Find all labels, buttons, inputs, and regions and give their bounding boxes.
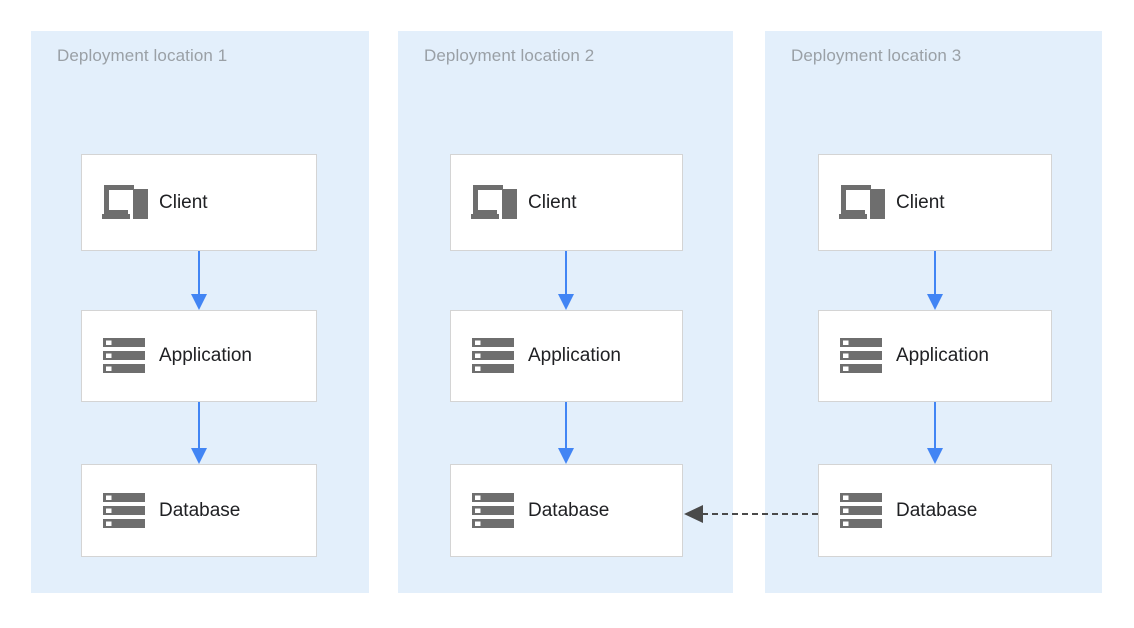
server-icon (99, 488, 153, 534)
arrow-shaft (565, 251, 567, 294)
node-client-3[interactable]: Client (818, 154, 1052, 251)
arrow-head (927, 448, 943, 464)
arrow-client-to-application-2 (558, 251, 574, 310)
arrow-shaft (934, 402, 936, 448)
node-label-database-1: Database (159, 499, 241, 521)
arrow-head (558, 448, 574, 464)
client-devices-icon (99, 180, 153, 226)
dashed-line (702, 513, 818, 515)
server-icon (468, 488, 522, 534)
arrow-shaft (565, 402, 567, 448)
node-application-3[interactable]: Application (818, 310, 1052, 402)
node-label-client-1: Client (159, 191, 208, 213)
server-icon (836, 333, 890, 379)
node-label-database-2: Database (528, 499, 610, 521)
node-label-application-1: Application (159, 345, 252, 366)
arrow-shaft (934, 251, 936, 294)
arrow-database3-to-database2-replication (684, 504, 818, 524)
node-label-client-2: Client (528, 191, 577, 213)
arrow-application-to-database-3 (927, 402, 943, 464)
arrow-client-to-application-1 (191, 251, 207, 310)
arrow-head (191, 294, 207, 310)
arrow-head (927, 294, 943, 310)
arrow-shaft (198, 251, 200, 294)
node-application-1[interactable]: Application (81, 310, 317, 402)
arrow-shaft (198, 402, 200, 448)
node-label-application-3: Application (896, 345, 989, 366)
deployment-location-label-3: Deployment location 3 (791, 46, 962, 65)
arrow-head (558, 294, 574, 310)
node-label-application-2: Application (528, 345, 621, 366)
deployment-location-panel-3: Deployment location 3 Client (765, 31, 1102, 593)
node-client-1[interactable]: Client (81, 154, 317, 251)
node-database-3[interactable]: Database (818, 464, 1052, 557)
node-database-1[interactable]: Database (81, 464, 317, 557)
arrow-application-to-database-2 (558, 402, 574, 464)
server-icon (836, 488, 890, 534)
deployment-location-label-2: Deployment location 2 (424, 46, 595, 65)
arrow-application-to-database-1 (191, 402, 207, 464)
deployment-location-panel-1: Deployment location 1 Client (31, 31, 369, 593)
arrow-head (191, 448, 207, 464)
server-icon (468, 333, 522, 379)
arrow-client-to-application-3 (927, 251, 943, 310)
server-icon (99, 333, 153, 379)
client-devices-icon (836, 180, 890, 226)
node-label-client-3: Client (896, 191, 945, 213)
node-application-2[interactable]: Application (450, 310, 683, 402)
node-label-database-3: Database (896, 499, 978, 521)
arrow-head (684, 505, 703, 523)
deployment-location-label-1: Deployment location 1 (57, 46, 228, 65)
node-database-2[interactable]: Database (450, 464, 683, 557)
node-client-2[interactable]: Client (450, 154, 683, 251)
client-devices-icon (468, 180, 522, 226)
deployment-location-panel-2: Deployment location 2 Client (398, 31, 733, 593)
